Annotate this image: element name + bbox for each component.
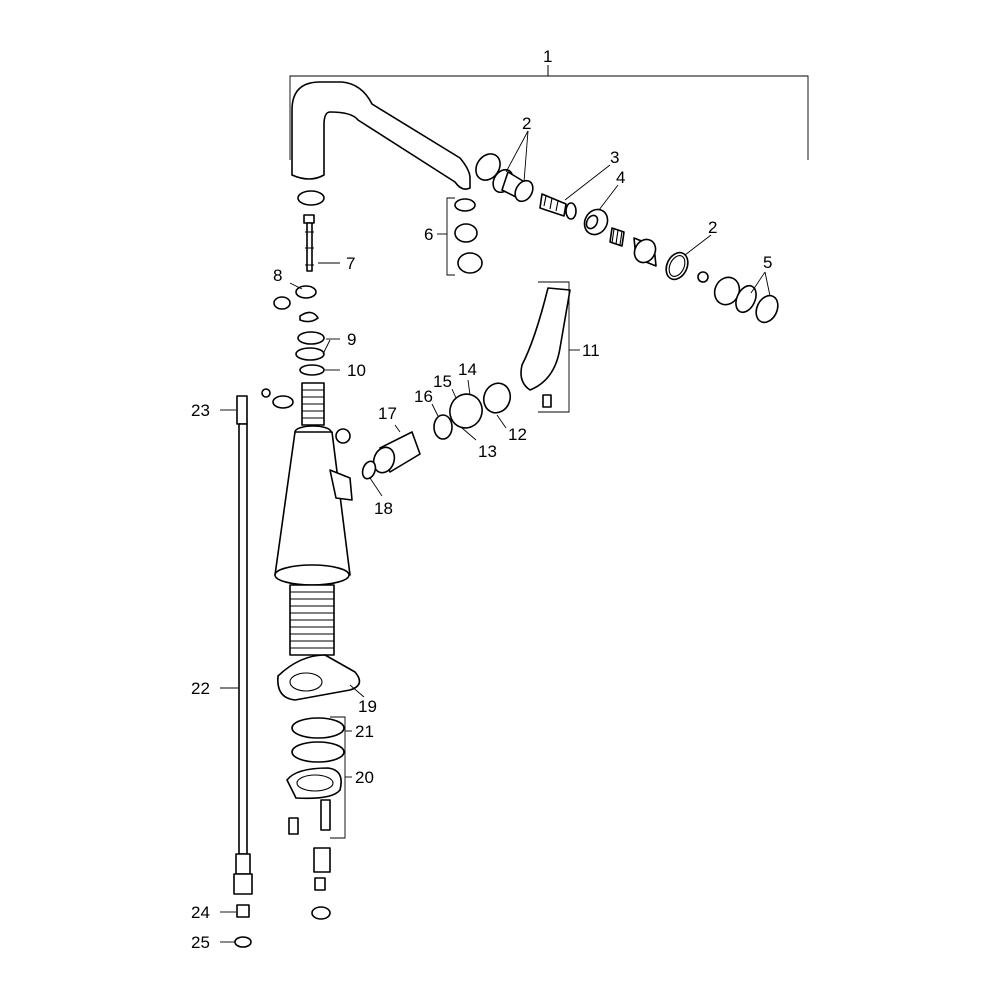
callout-15: 15 <box>433 372 452 391</box>
callout-7: 7 <box>346 254 355 273</box>
oring-10-part <box>299 364 325 376</box>
callout-20: 20 <box>355 768 374 787</box>
hose-part <box>233 395 253 948</box>
callout-21: 21 <box>355 722 374 741</box>
callout-5: 5 <box>763 253 772 272</box>
clip-part <box>273 285 319 323</box>
connector-part <box>633 237 657 267</box>
small-nut-part <box>697 271 709 283</box>
bracket-20-21 <box>330 716 346 839</box>
callout-22: 22 <box>191 679 210 698</box>
leader-lines <box>220 65 771 943</box>
callout-8: 8 <box>273 266 282 285</box>
callout-6: 6 <box>424 225 433 244</box>
washer-20-part <box>286 767 342 800</box>
callout-11: 11 <box>582 341 600 360</box>
nut-part <box>583 208 609 236</box>
callout-13: 13 <box>478 442 497 461</box>
tap-body-part <box>274 425 353 656</box>
callout-10: 10 <box>347 361 366 380</box>
callout-19: 19 <box>358 697 377 716</box>
callout-24: 24 <box>191 903 210 922</box>
spring-part <box>609 227 625 247</box>
cartridge-part <box>335 382 512 480</box>
base-plate-part <box>277 654 361 701</box>
callout-1: 1 <box>543 47 552 66</box>
mount-stem-part <box>301 382 325 426</box>
oring-9-part <box>295 331 325 361</box>
lever-part <box>520 281 571 413</box>
callout-12: 12 <box>508 425 527 444</box>
shaft-part <box>297 190 325 272</box>
callout-2a: 2 <box>522 114 531 133</box>
bolts-part <box>288 799 331 920</box>
callout-2b: 2 <box>708 218 717 237</box>
oring-part <box>665 251 689 281</box>
diverter-part <box>539 193 577 220</box>
spout-part <box>291 81 501 190</box>
aerator-set-part <box>446 197 483 276</box>
callout-9: 9 <box>347 330 356 349</box>
callout-3: 3 <box>610 148 619 167</box>
aerator-part <box>713 276 779 324</box>
small-clip-part <box>261 388 294 409</box>
washer-21-part <box>291 717 345 763</box>
callout-25: 25 <box>191 933 210 952</box>
callout-4: 4 <box>616 168 625 187</box>
adapter-ring-part <box>492 168 534 203</box>
callout-17: 17 <box>378 404 397 423</box>
callout-14: 14 <box>458 360 477 379</box>
callout-23: 23 <box>191 401 210 420</box>
callout-18: 18 <box>374 499 393 518</box>
callout-16: 16 <box>414 387 433 406</box>
